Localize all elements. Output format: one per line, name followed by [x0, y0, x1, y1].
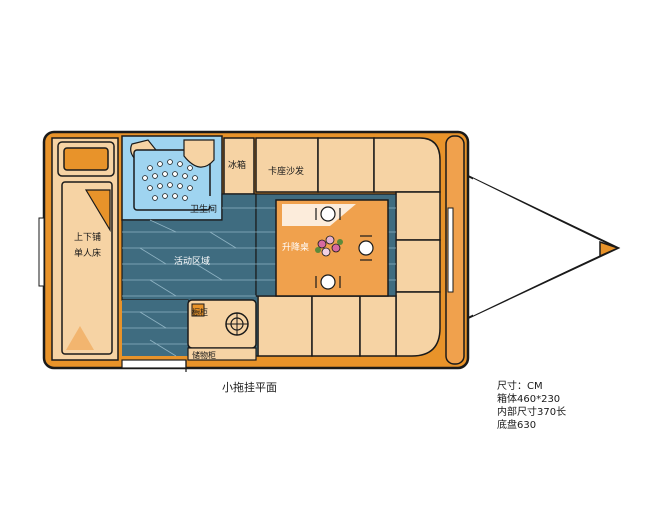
body-size-note: 箱体460*230: [497, 394, 561, 405]
front-cap: [445, 135, 465, 365]
bunk-bed-label-2: 单人床: [74, 247, 101, 259]
entry-door: [121, 359, 187, 372]
unit-note: 尺寸：CM: [497, 381, 543, 392]
front-window: [447, 207, 454, 293]
interior-size-note: 内部尺寸370长: [497, 407, 567, 418]
pillow: [63, 147, 109, 171]
lift-table: [275, 199, 389, 297]
cabinet-label: 橱柜: [192, 307, 208, 317]
storage-label: 储物柜: [192, 350, 216, 360]
sofa-label: 卡座沙发: [268, 165, 304, 177]
shower-drain-dots: [142, 159, 198, 201]
plate-top-icon: [315, 206, 341, 222]
plan-caption: 小拖挂平面: [222, 381, 277, 394]
kitchen-cabinet: [187, 299, 257, 349]
plate-right-icon: [358, 235, 374, 261]
storage-cabinet: [187, 347, 257, 361]
blanket-fold: [84, 189, 111, 233]
bunk-bed: [51, 137, 119, 361]
bathroom-label: 卫生间: [190, 203, 217, 215]
chassis-note: 底盘630: [497, 420, 537, 431]
rear-window: [38, 217, 45, 287]
plate-bottom-icon: [315, 274, 341, 290]
sofa: [255, 137, 441, 357]
lift-table-label: 升降桌: [282, 241, 309, 253]
sink-icon: [183, 139, 215, 168]
fridge: [223, 137, 255, 195]
shower-tray: [133, 149, 211, 211]
flower-vase-icon: [315, 235, 343, 257]
tow-hitch: [467, 174, 621, 320]
activity-area-label: 活动区域: [174, 255, 210, 267]
fridge-label: 冰箱: [228, 159, 246, 171]
bunk-bed-label-1: 上下铺: [74, 231, 101, 243]
bathroom: [121, 135, 223, 221]
